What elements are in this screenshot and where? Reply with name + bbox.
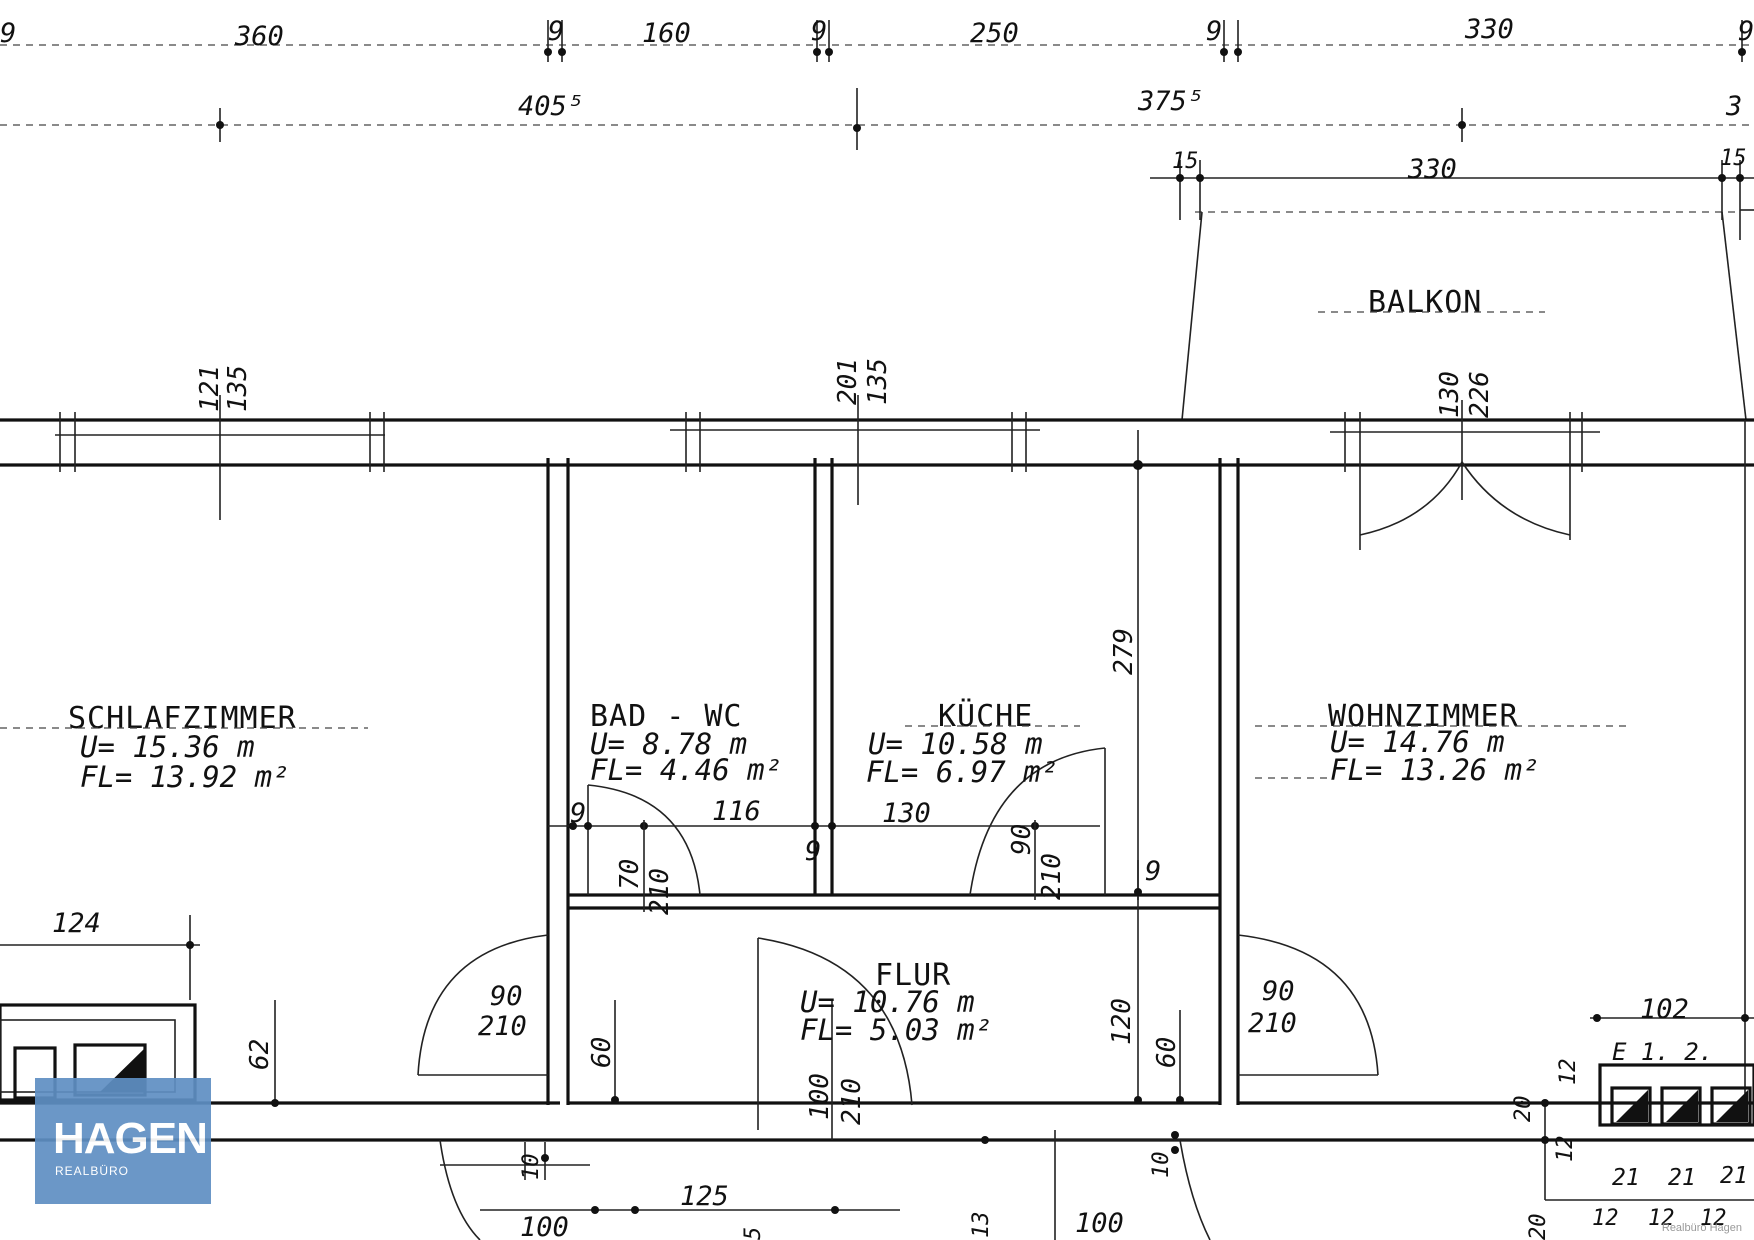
svg-text:102: 102 [1640, 994, 1689, 1025]
svg-text:330: 330 [1407, 154, 1457, 185]
svg-text:160: 160 [642, 18, 691, 49]
top-dimension-lines [0, 20, 1754, 240]
svg-text:60: 60 [1152, 1037, 1182, 1068]
svg-text:405⁵: 405⁵ [518, 91, 583, 122]
room-name-flur: FLUR [875, 958, 951, 993]
svg-text:21: 21 [1668, 1165, 1696, 1191]
image-credit: Realbüro Hagen [1661, 1222, 1742, 1234]
svg-text:100: 100 [805, 1073, 835, 1120]
meter-boxes [1545, 1063, 1754, 1201]
svg-text:116: 116 [712, 796, 761, 827]
svg-text:9: 9 [548, 16, 564, 47]
svg-text:9: 9 [1738, 16, 1754, 47]
svg-text:9: 9 [1206, 16, 1222, 47]
svg-text:210: 210 [1037, 853, 1067, 900]
room-name-balkon: BALKON [1368, 285, 1482, 320]
svg-text:70: 70 [615, 859, 645, 890]
svg-text:12: 12 [1592, 1206, 1619, 1231]
room-name-bad: BAD - WC [590, 699, 743, 734]
svg-text:12: 12 [1648, 1206, 1675, 1231]
room-name-schlafzimmer: SCHLAFZIMMER [68, 701, 297, 736]
svg-text:130: 130 [1435, 371, 1465, 418]
svg-text:135: 135 [863, 358, 893, 405]
room-u-bad: U= 8.78 m [590, 727, 747, 761]
svg-text:100: 100 [1075, 1208, 1124, 1239]
svg-text:130: 130 [882, 798, 931, 829]
svg-text:60: 60 [587, 1037, 617, 1068]
svg-text:210: 210 [645, 868, 675, 915]
room-fl-kueche: FL= 6.97 m² [866, 755, 1058, 789]
room-u-kueche: U= 10.58 m [868, 727, 1043, 761]
svg-text:124: 124 [52, 908, 101, 939]
svg-text:226: 226 [1465, 371, 1495, 418]
room-u-schlafzimmer: U= 15.36 m [80, 730, 255, 764]
svg-text:10: 10 [519, 1154, 544, 1181]
svg-text:210: 210 [837, 1078, 867, 1125]
svg-text:279: 279 [1109, 628, 1139, 675]
svg-text:20: 20 [1526, 1214, 1551, 1240]
svg-text:360: 360 [234, 21, 284, 52]
logo-subtitle: REALBÜRO [55, 1164, 130, 1178]
svg-text:12: 12 [1556, 1059, 1581, 1086]
room-u-flur: U= 10.76 m [800, 985, 975, 1019]
svg-text:E 1. 2.: E 1. 2. [1612, 1038, 1713, 1066]
svg-text:15: 15 [1720, 146, 1747, 171]
svg-text:135: 135 [223, 365, 253, 412]
svg-text:90: 90 [1007, 824, 1037, 855]
room-u-wohnzimmer: U= 14.76 m [1330, 725, 1505, 759]
svg-text:10: 10 [1149, 1152, 1174, 1179]
room-name-wohnzimmer: WOHNZIMMER [1328, 699, 1519, 734]
room-fl-schlafzimmer: FL= 13.92 m² [80, 760, 290, 794]
svg-text:210: 210 [478, 1011, 527, 1042]
svg-text:210: 210 [1248, 1008, 1297, 1039]
svg-text:120: 120 [1107, 998, 1137, 1045]
svg-text:9: 9 [0, 18, 16, 49]
svg-text:201: 201 [833, 358, 863, 405]
svg-text:121: 121 [195, 365, 225, 412]
svg-text:330: 330 [1464, 14, 1514, 45]
svg-text:12: 12 [1553, 1136, 1578, 1163]
svg-text:90: 90 [1262, 976, 1295, 1007]
logo-wordmark: HAGEN [53, 1114, 208, 1163]
svg-text:250: 250 [970, 18, 1019, 49]
svg-text:12: 12 [1700, 1206, 1727, 1231]
svg-text:3: 3 [1725, 91, 1742, 122]
svg-text:90: 90 [490, 981, 523, 1012]
svg-text:15: 15 [1172, 149, 1199, 174]
svg-text:21: 21 [1720, 1163, 1748, 1189]
svg-text:5: 5 [741, 1227, 766, 1240]
svg-text:13: 13 [969, 1212, 994, 1239]
room-name-kueche: KÜCHE [938, 698, 1033, 734]
svg-text:21: 21 [1612, 1165, 1640, 1191]
room-fl-flur: FL= 5.03 m² [800, 1013, 992, 1047]
room-fl-wohnzimmer: FL= 13.26 m² [1330, 753, 1540, 787]
dimension-labels: 9 360 9 160 9 250 9 330 9 405⁵ 375⁵ 3 15… [0, 14, 1754, 1240]
hagen-logo: HAGEN REALBÜRO [35, 1078, 211, 1204]
svg-text:20: 20 [1511, 1096, 1536, 1123]
window-markers [55, 395, 1600, 550]
svg-text:100: 100 [520, 1212, 569, 1240]
svg-text:9: 9 [1145, 856, 1161, 887]
svg-text:9: 9 [811, 16, 827, 47]
room-fl-bad: FL= 4.46 m² [590, 753, 782, 787]
svg-text:62: 62 [245, 1039, 275, 1070]
door-swings [417, 461, 1571, 1240]
svg-text:9: 9 [805, 836, 821, 867]
balkon-outline [1181, 209, 1754, 421]
svg-text:125: 125 [680, 1181, 729, 1212]
svg-text:375⁵: 375⁵ [1137, 86, 1203, 117]
svg-text:9: 9 [570, 798, 586, 829]
interior-dimension-lines [0, 820, 1754, 1240]
room-labels: SCHLAFZIMMER U= 15.36 m FL= 13.92 m² BAD… [0, 285, 1630, 1047]
